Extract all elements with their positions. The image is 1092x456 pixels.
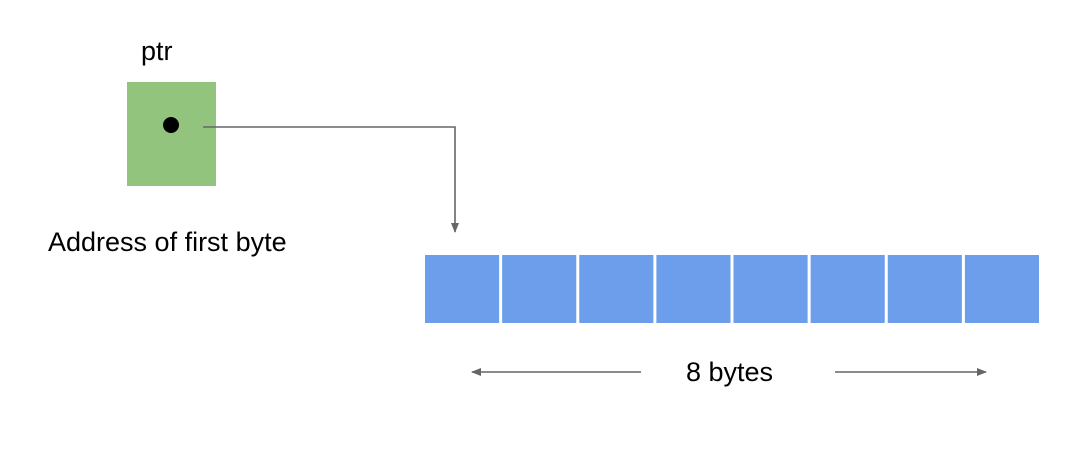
byte-cell	[425, 255, 500, 323]
pointer-connector-arrow	[203, 126, 459, 233]
byte-cell	[656, 255, 731, 323]
byte-size-label: 8 bytes	[686, 357, 774, 387]
byte-cell	[733, 255, 808, 323]
byte-cell	[579, 255, 654, 323]
byte-cell	[887, 255, 962, 323]
byte-cell	[964, 255, 1040, 323]
pointer-box	[127, 82, 216, 186]
pointer-name-label: ptr	[141, 36, 173, 66]
memory-block	[425, 255, 1040, 323]
pointer-dot	[163, 117, 179, 133]
byte-cell	[810, 255, 885, 323]
byte-cell	[502, 255, 577, 323]
pointer-caption: Address of first byte	[48, 227, 287, 257]
